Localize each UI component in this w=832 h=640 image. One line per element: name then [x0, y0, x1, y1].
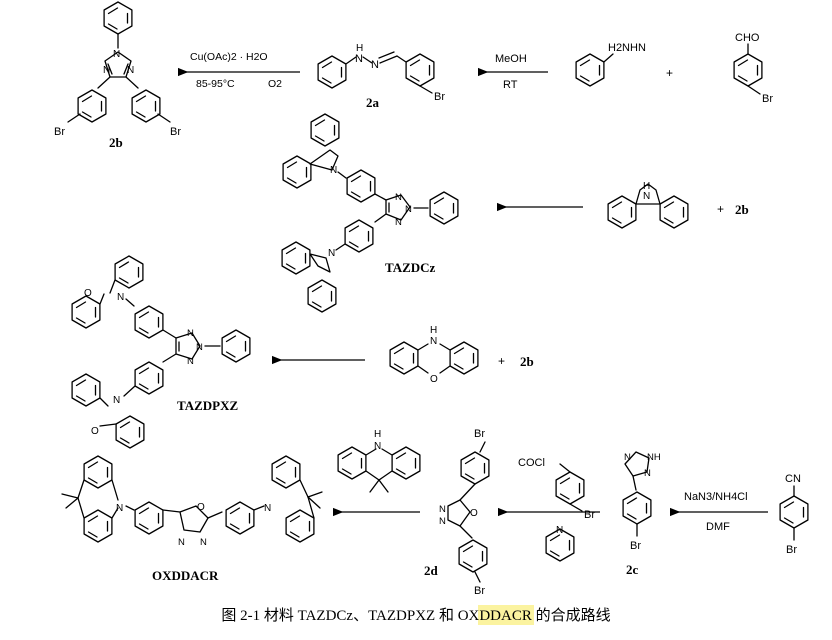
compound-2b-label: 2b	[109, 135, 123, 150]
label-o: O	[430, 374, 438, 385]
label-n: N	[395, 217, 402, 228]
label-n: N	[556, 525, 563, 536]
label-n: N	[187, 356, 194, 367]
label-h: H	[374, 429, 381, 440]
condition-temp: 85-95°C	[196, 78, 235, 90]
plus-sign: +	[498, 354, 505, 368]
label-h: H	[430, 325, 437, 336]
solvent-dmf: DMF	[706, 521, 730, 533]
label-nh: NH	[647, 452, 661, 463]
phenoxazine-structure: H N O	[389, 325, 479, 385]
label-br: Br	[762, 93, 773, 105]
compound-tazdpxz-label: TAZDPXZ	[177, 398, 238, 413]
label-br: Br	[54, 126, 65, 138]
reagent-nan3: NaN3/NH4Cl	[684, 491, 748, 503]
reagent-2b-ref-1: 2b	[735, 202, 749, 217]
label-n-left: N	[103, 65, 110, 76]
label-o: O	[470, 508, 478, 519]
carbazole-structure: H N	[607, 181, 689, 229]
label-n: N	[187, 328, 194, 339]
bromobenzaldehyde-structure: CHO Br	[733, 32, 773, 105]
label-n: N	[644, 468, 651, 479]
label-o: O	[197, 502, 205, 513]
compound-tazdcz-label: TAZDCz	[385, 260, 436, 275]
label-n: N	[330, 165, 337, 176]
label-cho: CHO	[735, 32, 760, 44]
tazdcz-structure: N N N N N TAZDCz	[281, 113, 459, 313]
caption-highlight: TAZDCz	[298, 608, 354, 624]
label-n: N	[355, 53, 363, 65]
reagent-cu: Cu(OAc)2 · H2O	[190, 51, 268, 63]
label-n: N	[116, 503, 123, 514]
compound-oxddacr-label: OXDDACR	[152, 568, 219, 583]
figure-caption: 图 2-1 材料 TAZDCz、TAZDPXZ 和 OXDDACR 的合成路线	[221, 607, 610, 624]
oxddacr-structure: N O N N N OXDDACR	[61, 455, 323, 583]
condition-rt: RT	[503, 79, 518, 91]
label-br: Br	[434, 91, 445, 103]
label-n-right: N	[127, 65, 134, 76]
plus-sign: +	[666, 66, 673, 80]
hydrazone-2a-structure: H N N Br 2a	[317, 43, 445, 110]
compound-2d-label: 2d	[424, 563, 439, 578]
label-o: O	[84, 288, 92, 299]
caption-highlight-box	[478, 605, 534, 625]
label-br: Br	[630, 540, 641, 552]
tazdpxz-structure: O N N N N N O TAZDPXZ	[71, 255, 251, 449]
label-n: N	[405, 204, 412, 215]
pyridine-structure: N	[545, 525, 575, 562]
oxadiazole-2d-structure: Br O N N Br 2d	[424, 428, 490, 597]
tetrazole-2c-structure: N NH N Br 2c	[622, 451, 661, 577]
label-n: N	[264, 503, 271, 514]
phenylhydrazine-structure: H2NHN	[575, 42, 646, 87]
label-n-top: N	[113, 49, 120, 60]
plus-sign: +	[717, 202, 724, 216]
label-cn: CN	[785, 473, 801, 485]
reagent-meoh: MeOH	[495, 53, 527, 65]
label-br: Br	[170, 126, 181, 138]
label-n2: N	[371, 59, 379, 71]
label-br: Br	[584, 509, 595, 521]
label-n: N	[200, 537, 207, 548]
label-n: N	[113, 395, 120, 406]
label-o: O	[91, 426, 99, 437]
label-br: Br	[474, 428, 485, 440]
label-n: N	[196, 342, 203, 353]
compound-2a-label: 2a	[366, 95, 380, 110]
bromobenzonitrile-structure: CN Br	[779, 473, 809, 556]
label-n: N	[624, 452, 631, 463]
triazole-2b-structure: N N N Br Br 2b	[54, 1, 181, 150]
label-n: N	[328, 248, 335, 259]
label-n: N	[439, 504, 446, 515]
label-h: H	[356, 43, 363, 54]
label-hydrazine: H2NHN	[608, 42, 646, 54]
label-n: N	[374, 441, 381, 452]
label-cocl: COCl	[518, 457, 545, 469]
label-n: N	[178, 537, 185, 548]
acyl-chloride-structure: COCl Br	[518, 457, 595, 521]
reagent-2b-ref-2: 2b	[520, 354, 534, 369]
caption-suffix: 、TAZDPXZ 和 OXDDACR 的合成路线	[353, 607, 611, 624]
caption-prefix: 图 2-1 材料	[221, 607, 297, 624]
label-br: Br	[786, 544, 797, 556]
label-n: N	[643, 191, 650, 202]
dimethylacridine-structure: H N	[337, 429, 421, 493]
label-n: N	[395, 192, 402, 203]
reagent-o2: O2	[268, 78, 282, 90]
label-nh: H	[643, 181, 650, 192]
label-n: N	[439, 516, 446, 527]
label-br: Br	[474, 585, 485, 597]
label-n: N	[117, 292, 124, 303]
label-n: N	[430, 336, 437, 347]
compound-2c-label: 2c	[626, 562, 639, 577]
